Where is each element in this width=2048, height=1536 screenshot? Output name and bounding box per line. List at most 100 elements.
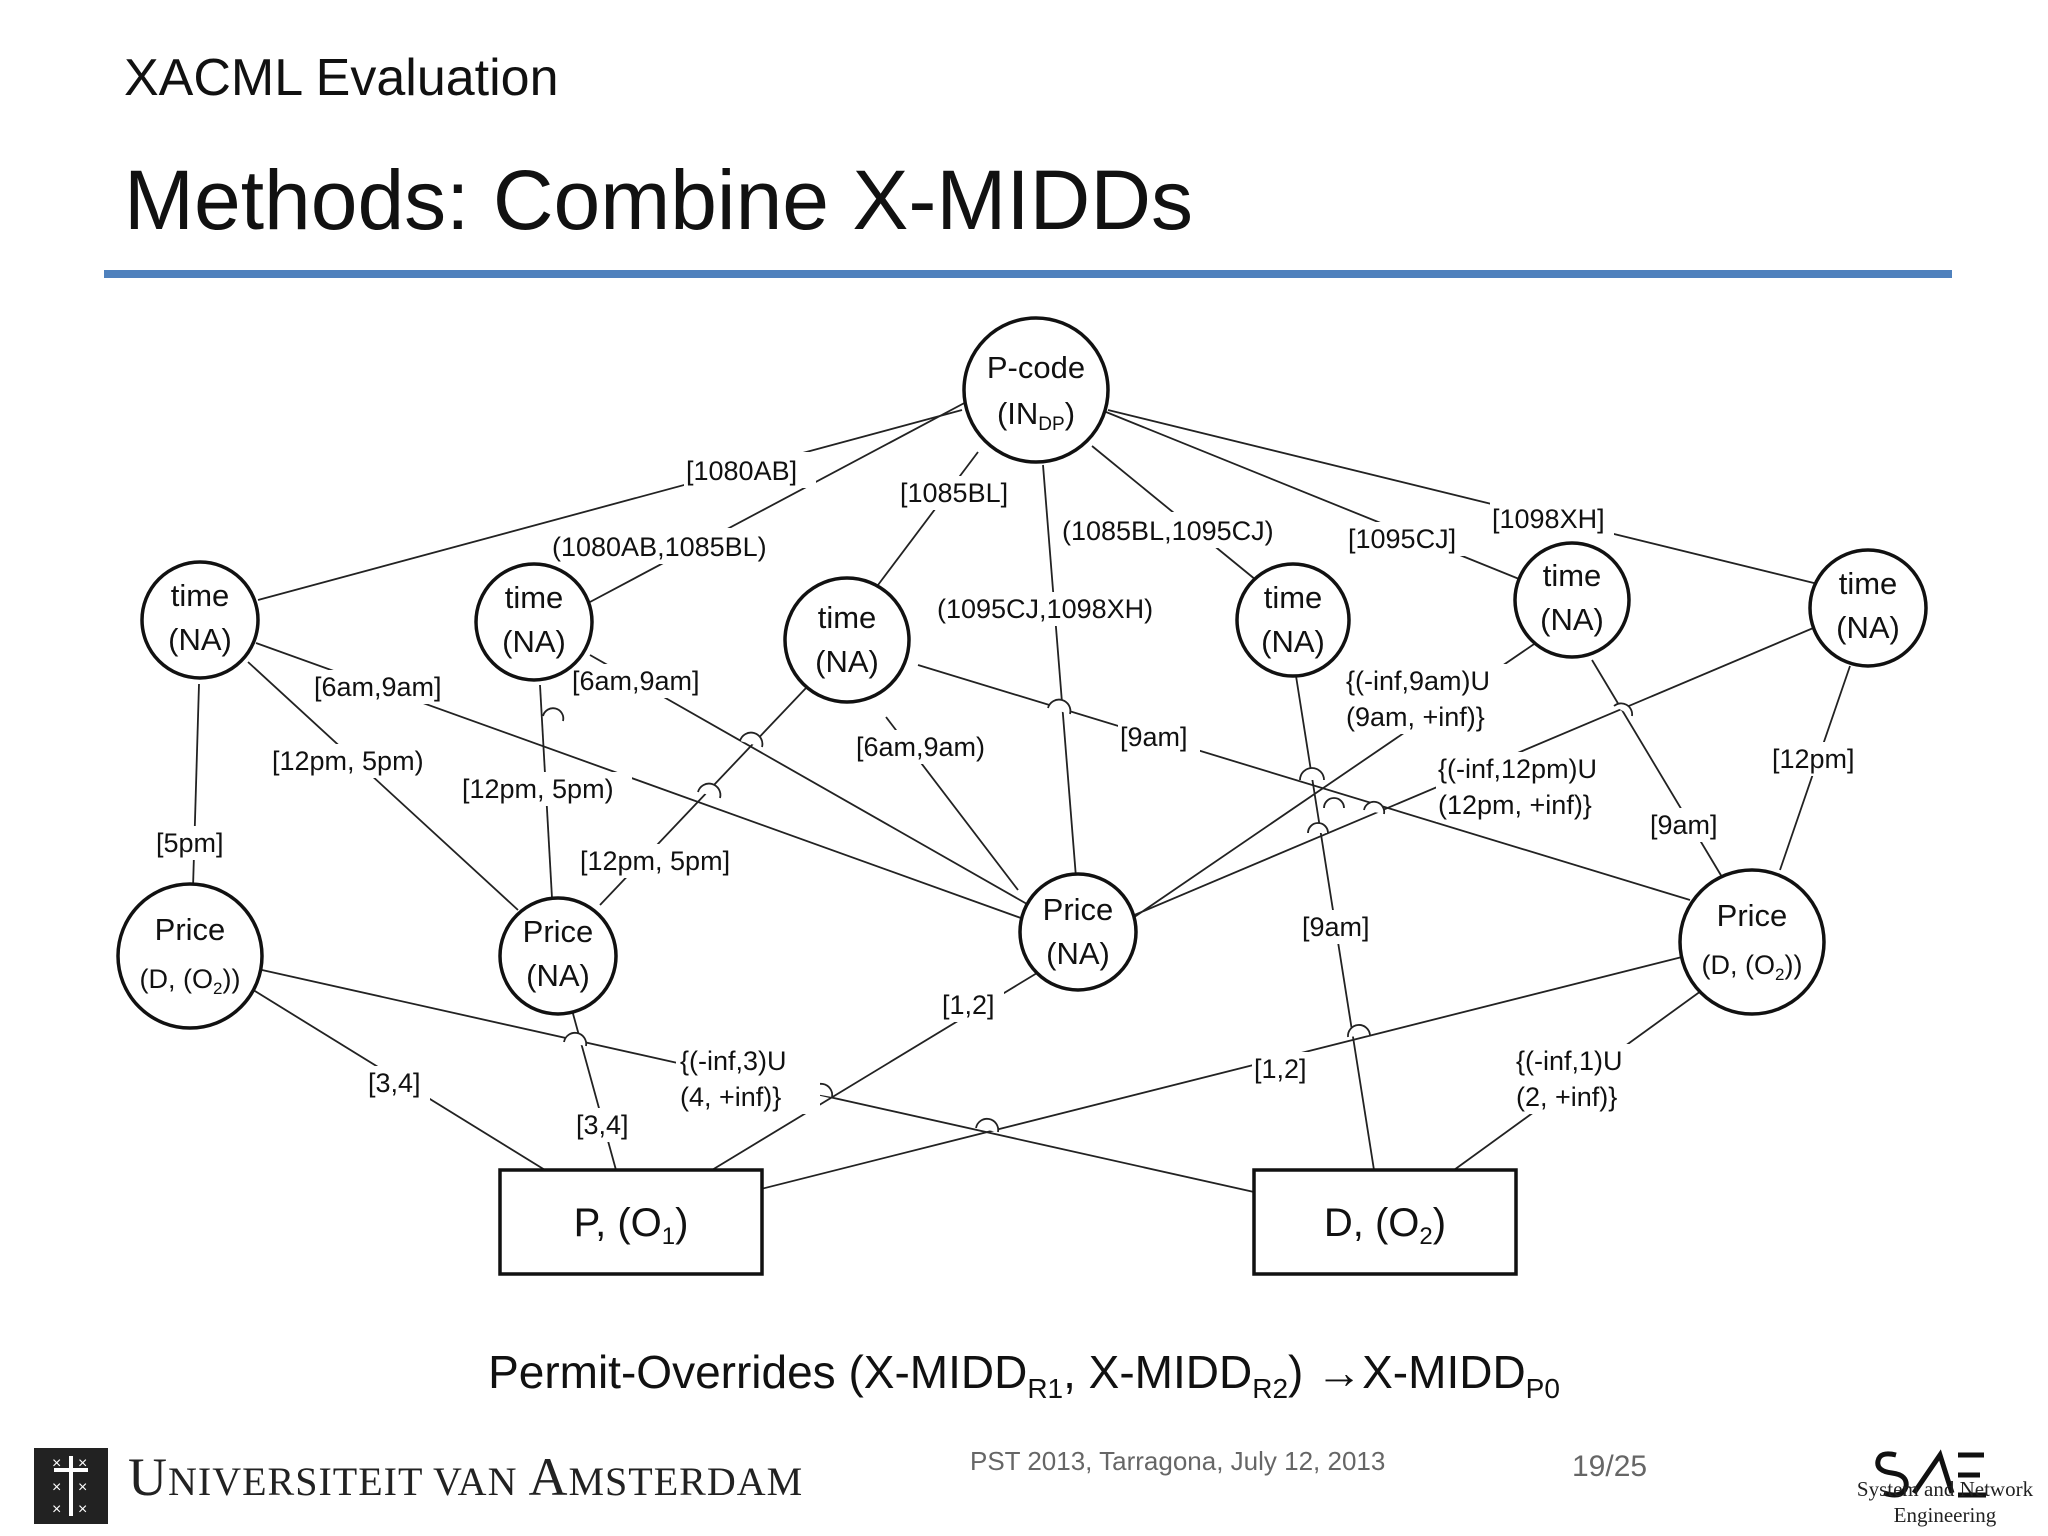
edge-hop bbox=[1363, 800, 1386, 815]
edge-hop bbox=[975, 1117, 1000, 1133]
node-price-4: Price (D, (O2)) bbox=[1678, 868, 1826, 1016]
edge-label: [5pm] bbox=[156, 828, 224, 858]
node-time-4: time (NA) bbox=[1235, 562, 1351, 678]
title-divider bbox=[104, 270, 1952, 278]
edge-hop bbox=[563, 1031, 588, 1047]
leaf-deny: D, (O2) bbox=[1252, 1168, 1518, 1276]
edge-label: [1098XH] bbox=[1492, 504, 1605, 534]
edge-label: (1095CJ,1098XH) bbox=[937, 594, 1153, 624]
svg-text:time: time bbox=[1543, 558, 1602, 593]
svg-text:(D, (O2)): (D, (O2)) bbox=[140, 964, 241, 998]
slide-title: Methods: Combine X-MIDDs bbox=[124, 153, 1193, 247]
edge-label: (4, +inf)} bbox=[680, 1082, 781, 1112]
edge-label: [12pm, 5pm) bbox=[462, 774, 614, 804]
edge-label: {(-inf,12pm)U bbox=[1438, 754, 1597, 784]
edge-hop bbox=[1323, 797, 1345, 809]
svg-text:Price: Price bbox=[523, 914, 594, 949]
edge-label: [9am] bbox=[1302, 912, 1370, 942]
diagram-nodes: P-code (INDP) time (NA) time (NA) time (… bbox=[116, 316, 1928, 1276]
svg-text:×: × bbox=[78, 1501, 87, 1518]
sne-logo-icon bbox=[1875, 1449, 1986, 1498]
node-price-1: Price (D, (O2)) bbox=[116, 882, 264, 1030]
svg-text:(NA): (NA) bbox=[1540, 602, 1604, 637]
edge-hop bbox=[1613, 702, 1633, 717]
edge-label: [12pm, 5pm] bbox=[580, 846, 730, 876]
edge-label: [1,2] bbox=[942, 990, 995, 1020]
svg-text:(D, (O2)): (D, (O2)) bbox=[1702, 950, 1803, 984]
edge-labels: [1080AB] [1085BL] (1080AB,1085BL) (1085B… bbox=[154, 452, 1868, 1142]
arrow-icon: → bbox=[1316, 1346, 1363, 1398]
svg-text:(NA): (NA) bbox=[1046, 936, 1110, 971]
svg-text:(NA): (NA) bbox=[1836, 610, 1900, 645]
edge-label: [9am] bbox=[1120, 722, 1188, 752]
svg-text:(NA): (NA) bbox=[502, 624, 566, 659]
edge-label: [9am] bbox=[1650, 810, 1718, 840]
node-time-1: time (NA) bbox=[140, 560, 260, 680]
group-name: System and Network Engineering bbox=[1856, 1477, 2034, 1527]
edge-hop bbox=[1347, 1024, 1371, 1038]
svg-text:time: time bbox=[1839, 566, 1898, 601]
svg-text:×: × bbox=[52, 1455, 61, 1472]
edge-label: [1080AB] bbox=[686, 456, 797, 486]
svg-text:time: time bbox=[818, 600, 877, 635]
edge-label: (2, +inf)} bbox=[1516, 1082, 1617, 1112]
edge-hop bbox=[1299, 767, 1325, 781]
node-price-2: Price (NA) bbox=[498, 896, 618, 1016]
node-label: (INDP) bbox=[997, 396, 1075, 435]
svg-text:D, (O2): D, (O2) bbox=[1324, 1201, 1446, 1250]
edge-label: [12pm, 5pm) bbox=[272, 746, 424, 776]
svg-text:(NA): (NA) bbox=[815, 644, 879, 679]
edge-root-t5 bbox=[1105, 411, 1535, 586]
edge-hop bbox=[1047, 698, 1072, 715]
edge-label: {(-inf,9am)U bbox=[1346, 666, 1490, 696]
uva-logo-icon: × × × × × × bbox=[34, 1448, 108, 1524]
leaf-permit: P, (O1) bbox=[498, 1168, 764, 1276]
edge-label: [1,2] bbox=[1254, 1054, 1307, 1084]
edge-label: (12pm, +inf)} bbox=[1438, 790, 1592, 820]
edge-hop bbox=[739, 731, 764, 748]
edge-label: {(-inf,1)U bbox=[1516, 1046, 1623, 1076]
node-time-5: time (NA) bbox=[1513, 541, 1631, 659]
svg-text:Price: Price bbox=[1717, 898, 1788, 933]
edge-root-p3 bbox=[1042, 464, 1078, 891]
node-price-3: Price (NA) bbox=[1018, 872, 1138, 992]
edge-label: [1085BL] bbox=[900, 478, 1008, 508]
edge-label: [3,4] bbox=[576, 1110, 629, 1140]
svg-text:time: time bbox=[1264, 580, 1323, 615]
node-time-3: time (NA) bbox=[783, 576, 911, 704]
svg-text:×: × bbox=[52, 1501, 61, 1518]
svg-text:×: × bbox=[78, 1455, 87, 1472]
edge-hop bbox=[697, 782, 722, 799]
edge-label: (1080AB,1085BL) bbox=[552, 532, 767, 562]
edge-label: [3,4] bbox=[368, 1068, 421, 1098]
edge-root-t2 bbox=[589, 399, 971, 603]
edge-t1-p2 bbox=[247, 661, 519, 911]
edge-label: (9am, +inf)} bbox=[1346, 702, 1485, 732]
node-pcode: P-code (INDP) bbox=[962, 316, 1110, 464]
edge-label: {(-inf,3)U bbox=[680, 1046, 787, 1076]
node-time-2: time (NA) bbox=[474, 562, 594, 682]
edge-label: [6am,9am) bbox=[856, 732, 985, 762]
edge-label: [6am,9am] bbox=[314, 672, 442, 702]
footer-conference: PST 2013, Tarragona, July 12, 2013 bbox=[970, 1446, 1386, 1476]
edge-root-t6 bbox=[1107, 409, 1823, 586]
edge-hop bbox=[1307, 822, 1329, 834]
combination-formula: Permit-Overrides (X-MIDDR1, X-MIDDR2) →X… bbox=[488, 1346, 1560, 1404]
edge-p4-leaf1 bbox=[760, 954, 1691, 1190]
node-label: P-code bbox=[987, 350, 1085, 385]
edge-label: (1085BL,1095CJ) bbox=[1062, 516, 1274, 546]
svg-text:time: time bbox=[171, 578, 230, 613]
edge-label: [12pm] bbox=[1772, 744, 1855, 774]
svg-text:time: time bbox=[505, 580, 564, 615]
svg-text:(NA): (NA) bbox=[168, 622, 232, 657]
svg-text:P, (O1): P, (O1) bbox=[574, 1201, 689, 1250]
svg-text:×: × bbox=[52, 1479, 61, 1496]
edge-label: [1095CJ] bbox=[1348, 524, 1456, 554]
section-heading: XACML Evaluation bbox=[124, 49, 559, 107]
edge-root-t1 bbox=[257, 409, 963, 601]
svg-text:Price: Price bbox=[155, 912, 226, 947]
svg-text:×: × bbox=[78, 1479, 87, 1496]
university-name: UNIVERSITEIT VAN AMSTERDAM bbox=[128, 1447, 804, 1507]
edge-t3-p4 bbox=[917, 664, 1691, 901]
